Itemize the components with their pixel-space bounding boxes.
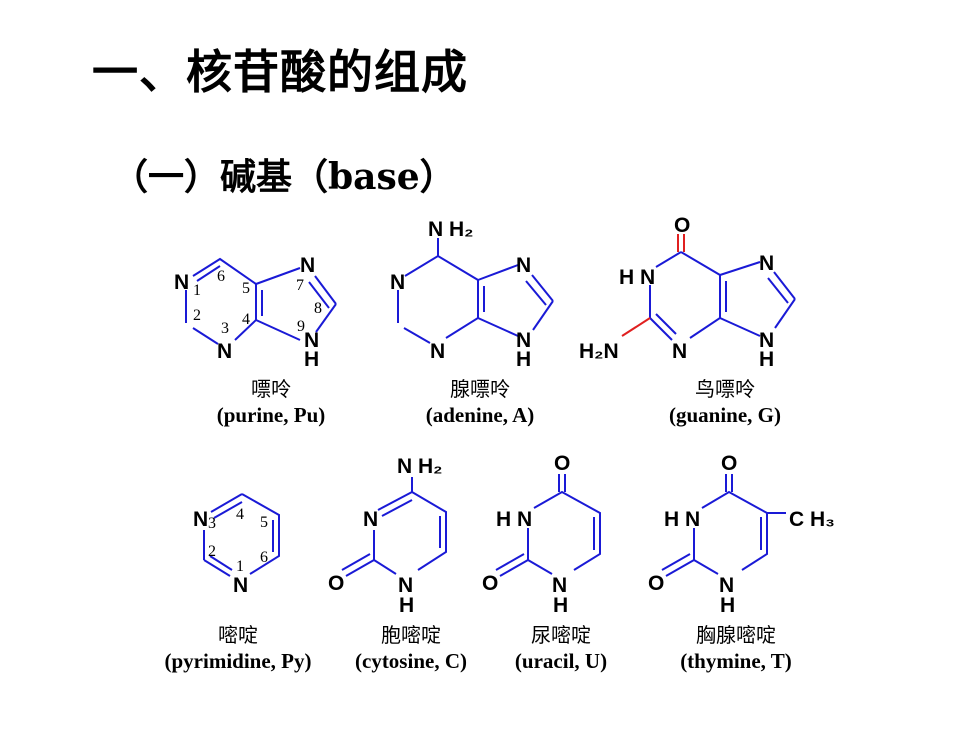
purine-n3: N: [217, 340, 232, 363]
label-pyrimidine-cn: 嘧啶: [218, 623, 258, 647]
purine-n7: N: [300, 254, 315, 277]
label-cytosine-en: (cytosine, C): [355, 649, 467, 673]
purine-num-7: 7: [296, 277, 304, 294]
pyrimidine-num-6: 6: [260, 549, 268, 566]
guanine-o6: O: [674, 214, 690, 237]
pyrimidine-n1: N: [233, 574, 248, 597]
label-purine-cn: 嘌呤: [251, 377, 291, 401]
pyrimidine-num-5: 5: [260, 514, 268, 531]
purine-structure: N N N N H 1 2 3 4 5 6 7 8 9: [174, 254, 337, 371]
page-title: 一、核苷酸的组成: [92, 45, 468, 99]
uracil-o4: O: [554, 452, 570, 475]
cytosine-n1: N: [398, 574, 413, 597]
guanine-hn1: H N: [619, 266, 655, 289]
guanine-h9: H: [759, 348, 774, 371]
cytosine-n3: N: [363, 508, 378, 531]
label-thymine-cn: 胸腺嘧啶: [696, 623, 776, 647]
label-guanine-en: (guanine, G): [668, 403, 781, 427]
adenine-n7: N: [516, 254, 531, 277]
purine-num-1: 1: [193, 282, 201, 299]
label-guanine: 鸟嘌呤 (guanine, G): [640, 376, 810, 428]
cytosine-o2: O: [328, 572, 344, 595]
thymine-structure: O H N C H₃ N H O: [648, 452, 835, 617]
pyrimidine-structure: N N 3 4 5 6 2 1: [193, 493, 280, 597]
purine-num-4: 4: [242, 311, 250, 328]
guanine-n3: N: [672, 340, 687, 363]
guanine-n9: N: [759, 329, 774, 352]
thymine-o2: O: [648, 572, 664, 595]
label-cytosine: 胞嘧啶 (cytosine, C): [336, 622, 486, 674]
thymine-ch3: C H₃: [789, 508, 835, 531]
cytosine-nh2: N H₂: [397, 455, 443, 478]
label-thymine-en: (thymine, T): [680, 649, 792, 673]
adenine-structure: N H₂ N N N N H: [390, 218, 554, 371]
purine-n9: N: [304, 329, 319, 352]
adenine-nh2: N H₂: [428, 218, 474, 241]
adenine-n1: N: [390, 271, 405, 294]
label-purine-en: (purine, Pu): [216, 403, 326, 427]
thymine-n1: N: [719, 574, 734, 597]
thymine-hn3: H N: [664, 508, 700, 531]
pyrimidine-num-4: 4: [236, 506, 244, 523]
label-purine: 嘌呤 (purine, Pu): [196, 376, 346, 428]
pyrimidine-num-3: 3: [208, 515, 216, 532]
cytosine-structure: N H₂ N N H O: [328, 455, 447, 617]
purine-n1: N: [174, 271, 189, 294]
label-adenine-en: (adenine, A): [425, 403, 535, 427]
guanine-n7: N: [759, 252, 774, 275]
purine-num-2: 2: [193, 307, 201, 324]
adenine-n3: N: [430, 340, 445, 363]
label-thymine: 胸腺嘧啶 (thymine, T): [656, 622, 816, 674]
purine-h9: H: [304, 348, 319, 371]
uracil-hn3: H N: [496, 508, 532, 531]
label-pyrimidine-en: (pyrimidine, Py): [164, 649, 312, 673]
uracil-n1: N: [552, 574, 567, 597]
label-cytosine-cn: 胞嘧啶: [381, 623, 441, 647]
thymine-h1: H: [720, 594, 735, 617]
uracil-structure: O H N N H O: [482, 452, 601, 617]
pyrimidine-n3: N: [193, 508, 208, 531]
guanine-structure: O H N H₂N N N N H: [579, 214, 796, 371]
label-adenine-cn: 腺嘌呤: [450, 377, 510, 401]
purine-num-3: 3: [221, 320, 229, 337]
label-pyrimidine: 嘧啶 (pyrimidine, Py): [140, 622, 336, 674]
guanine-h2n: H₂N: [579, 340, 619, 363]
label-uracil: 尿嘧啶 (uracil, U): [492, 622, 630, 674]
thymine-o4: O: [721, 452, 737, 475]
label-adenine: 腺嘌呤 (adenine, A): [400, 376, 560, 428]
pyrimidine-num-1: 1: [236, 558, 244, 575]
pyrimidine-num-2: 2: [208, 543, 216, 560]
purine-num-8: 8: [314, 300, 322, 317]
label-uracil-en: (uracil, U): [514, 649, 608, 673]
adenine-n9: N: [516, 329, 531, 352]
uracil-h1: H: [553, 594, 568, 617]
purine-num-6: 6: [217, 268, 225, 285]
adenine-h9: H: [516, 348, 531, 371]
section-subtitle: （一）碱基（base）: [112, 156, 456, 198]
cytosine-h1: H: [399, 594, 414, 617]
label-uracil-cn: 尿嘧啶: [531, 623, 591, 647]
label-guanine-cn: 鸟嘌呤: [695, 377, 755, 401]
uracil-o2: O: [482, 572, 498, 595]
purine-num-9: 9: [297, 318, 305, 335]
purine-num-5: 5: [242, 280, 250, 297]
